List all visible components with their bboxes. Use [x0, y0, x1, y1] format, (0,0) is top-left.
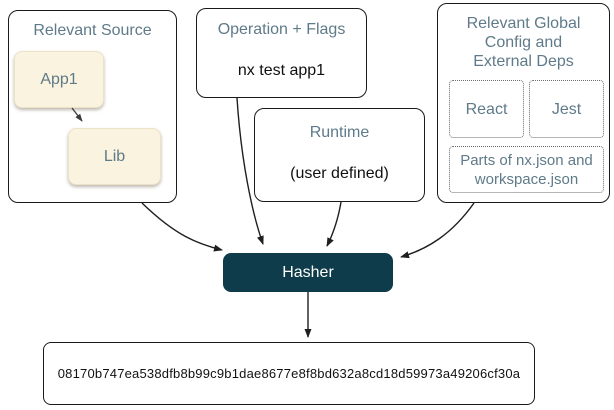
config-files-label: Parts of nx.json and workspace.json — [460, 151, 593, 188]
arrow-source-to-hasher — [141, 202, 223, 252]
relevant-source-group: Relevant Source App1 Lib — [8, 10, 177, 203]
relevant-source-title: Relevant Source — [33, 22, 152, 39]
runtime-value: (user defined) — [290, 165, 389, 182]
app1-node: App1 — [14, 51, 104, 108]
arrow-runtime-to-hasher — [326, 201, 342, 247]
hash-output-box: 08170b747ea538dfb8b99c9b1dae8677e8f8bd63… — [43, 342, 535, 405]
operation-flags-group: Operation + Flags nx test app1 — [196, 8, 367, 98]
react-node-label: React — [465, 100, 508, 118]
jest-node: Jest — [529, 80, 604, 138]
config-files-node: Parts of nx.json and workspace.json — [449, 146, 604, 193]
hasher-label: Hasher — [282, 263, 334, 281]
operation-flags-title: Operation + Flags — [217, 21, 346, 38]
jest-node-label: Jest — [551, 100, 582, 118]
hash-value: 08170b747ea538dfb8b99c9b1dae8677e8f8bd63… — [57, 366, 521, 381]
hasher-node: Hasher — [223, 253, 393, 292]
global-config-title: Relevant Global Config and External Deps — [466, 15, 581, 70]
react-node: React — [449, 80, 524, 138]
app1-node-label: App1 — [40, 70, 78, 88]
global-config-group: Relevant Global Config and External Deps… — [437, 3, 610, 203]
operation-command: nx test app1 — [237, 62, 326, 79]
arrow-global-to-hasher — [400, 202, 475, 259]
runtime-group: Runtime (user defined) — [254, 108, 425, 202]
lib-node: Lib — [68, 128, 161, 185]
runtime-title: Runtime — [309, 124, 370, 141]
lib-node-label: Lib — [103, 147, 126, 165]
